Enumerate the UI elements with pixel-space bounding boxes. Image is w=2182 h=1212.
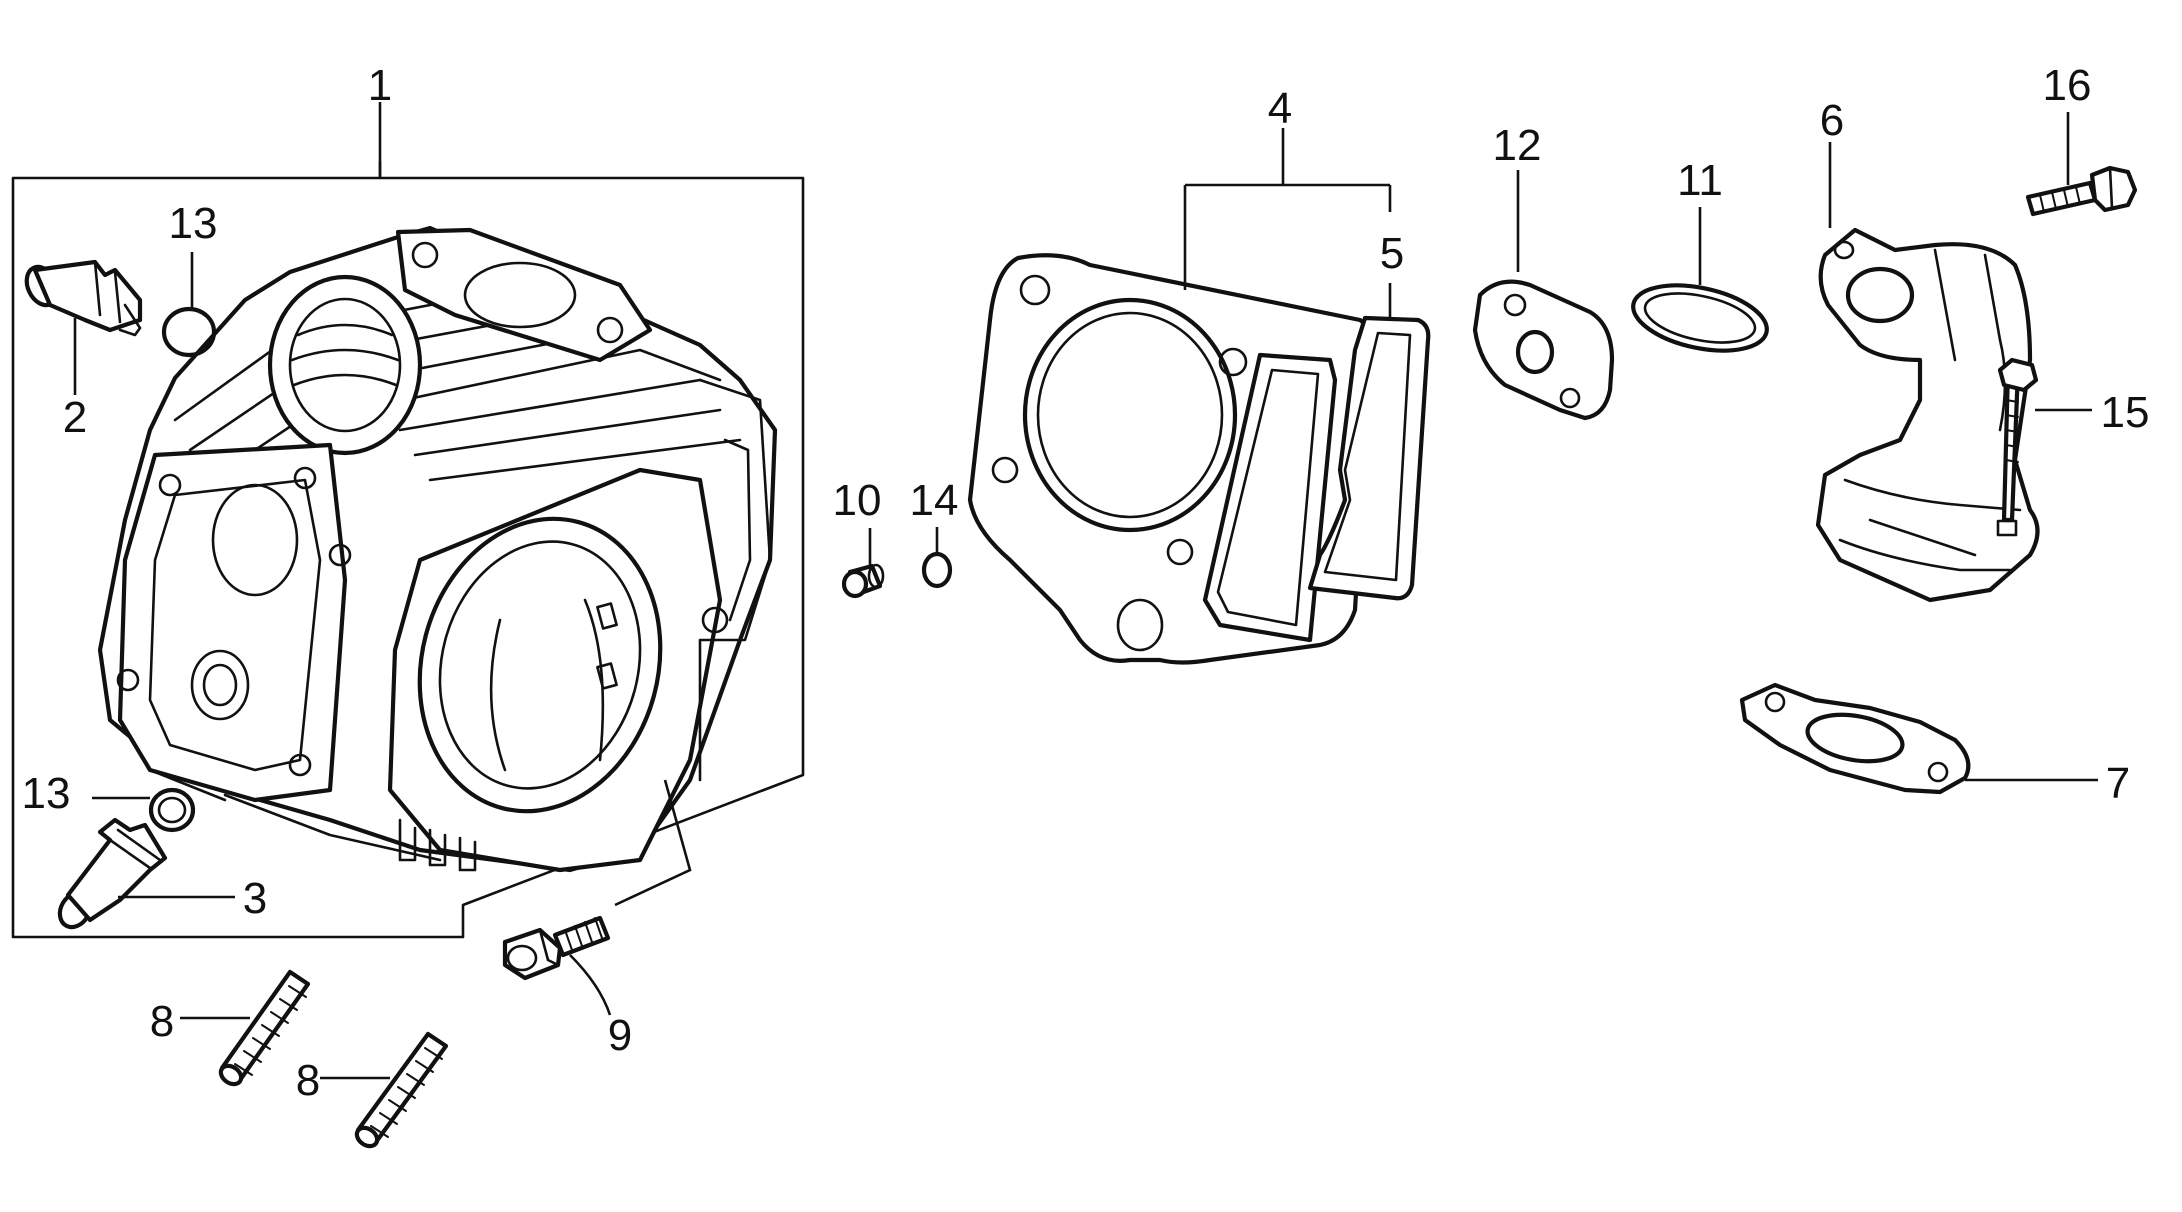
callout-labels: 1 2 13 13 3 8 8 9 10 14 4 5 12 11 6 16 1… (22, 61, 2150, 1105)
part-16-bolt[interactable] (2025, 165, 2138, 217)
callout-11: 11 (1677, 156, 1723, 205)
cylinder-head[interactable] (97, 225, 778, 873)
callout-8-lower: 8 (296, 1056, 320, 1105)
callout-5: 5 (1380, 229, 1404, 278)
part-8-stud-upper[interactable] (217, 969, 311, 1088)
callout-2: 2 (63, 393, 87, 442)
callout-10: 10 (833, 476, 882, 525)
callout-7: 7 (2106, 759, 2130, 808)
part-10-dowel[interactable] (841, 563, 885, 599)
part-11-intake-o-ring[interactable] (1627, 275, 1773, 362)
callout-15: 15 (2101, 388, 2150, 437)
callout-9: 9 (608, 1011, 632, 1060)
leader-part-9 (569, 954, 612, 1016)
cylinder-head-group (11, 102, 805, 939)
part-9-bolt[interactable] (502, 915, 611, 981)
leader-part-9-box (614, 779, 692, 907)
part-12-spacer-gasket[interactable] (1472, 279, 1615, 421)
callout-13-top: 13 (169, 199, 218, 248)
callout-1: 1 (368, 61, 392, 110)
callout-4: 4 (1268, 84, 1292, 133)
callout-8-upper: 8 (150, 997, 174, 1046)
callout-6: 6 (1820, 96, 1844, 145)
callout-13-bottom: 13 (22, 769, 71, 818)
part-2-fitting[interactable] (21, 259, 143, 337)
callout-14: 14 (910, 476, 959, 525)
callout-3: 3 (243, 874, 267, 923)
part-15-bolt[interactable] (1997, 357, 2039, 523)
part-4-head-gasket[interactable] (967, 253, 1374, 665)
part-14-o-ring[interactable] (921, 551, 953, 589)
part-3-fitting[interactable] (54, 817, 168, 933)
part-5-gasket[interactable] (1307, 315, 1431, 601)
leader-part-4 (1183, 128, 1392, 290)
callout-12: 12 (1493, 121, 1542, 170)
part-8-stud-lower[interactable] (353, 1031, 449, 1150)
part-7-insulator-gasket[interactable] (1739, 682, 1971, 795)
part-6-intake-manifold[interactable] (1815, 227, 2040, 603)
part-13-o-ring-bottom[interactable] (148, 787, 196, 833)
part-13-o-ring-top[interactable] (161, 306, 217, 358)
callout-16: 16 (2043, 61, 2092, 110)
